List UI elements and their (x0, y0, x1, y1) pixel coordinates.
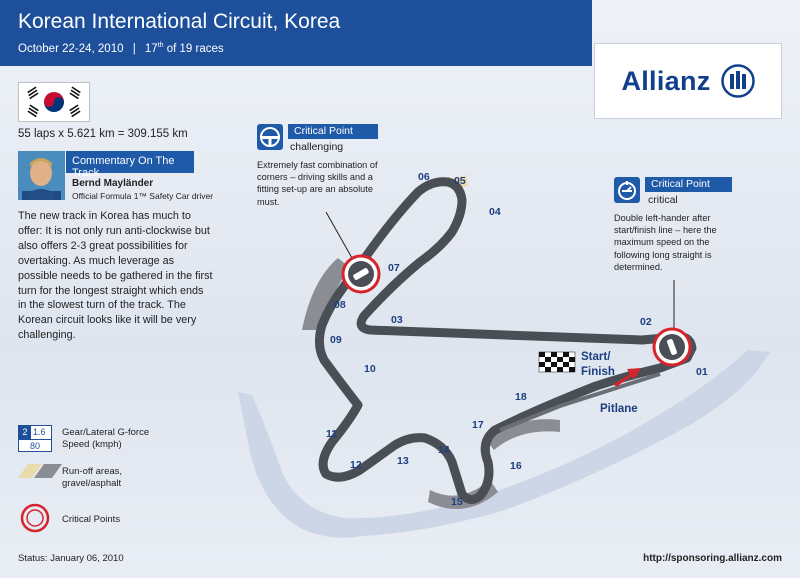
turn-label-01: 01 (696, 366, 708, 378)
start-finish-label: Start/ Finish (581, 351, 615, 378)
steering-wheel-icon (257, 124, 283, 150)
river-bank-shape (238, 350, 770, 538)
legend-critical-swatch (20, 503, 50, 533)
turn-label-10: 10 (364, 363, 376, 375)
turn-label-15: 15 (451, 496, 463, 508)
commentator-photo (18, 151, 65, 200)
turn-label-13: 13 (397, 455, 409, 467)
critical-point-text-critical: Double left-hander after start/finish li… (614, 213, 717, 272)
pit-lane (499, 372, 661, 432)
commentator-name: Bernd Mayländer (72, 178, 154, 189)
legend-gear-box: 2 1.6 80 (18, 425, 52, 452)
turn-label-05: 05 (454, 175, 466, 187)
status-date: Status: January 06, 2010 (18, 553, 124, 564)
turn-label-12: 12 (350, 459, 362, 471)
start-finish-flag (538, 351, 576, 373)
critical-point-level-challenging: challenging (290, 141, 344, 153)
callout-line-challenging (325, 211, 353, 259)
legend-gear-label: Gear/Lateral G-force Speed (kmph) (62, 427, 150, 450)
turn-label-06: 06 (418, 171, 430, 183)
commentary-title: Commentary On The Track (66, 151, 194, 179)
driver-portrait-icon (18, 151, 65, 200)
page-title: Korean International Circuit, Korea (18, 10, 341, 33)
pitlane-label: Pitlane (600, 403, 638, 415)
race-track (314, 177, 697, 504)
header-banner: Korean International Circuit, Korea Octo… (0, 0, 592, 66)
race-dates: October 22-24, 2010 | 17th of 19 races (18, 42, 224, 55)
legend-runoff-swatch (18, 464, 62, 478)
runoff-asphalt-left (302, 258, 350, 330)
korea-flag-icon (19, 83, 89, 121)
turn-label-04: 04 (489, 206, 501, 218)
legend-runoff-label: Run-off areas, gravel/asphalt (62, 466, 123, 489)
allianz-eagle-icon (720, 64, 755, 98)
direction-arrow-icon (614, 368, 641, 387)
turn-label-03: 03 (391, 314, 403, 326)
turn-label-09: 09 (330, 334, 342, 346)
turn-label-16: 16 (510, 460, 522, 472)
sponsor-url-link[interactable]: http://sponsoring.allianz.com (643, 553, 782, 564)
legend-lateral-value: 1.6 (33, 427, 46, 437)
turn-label-11: 11 (326, 428, 338, 440)
turn-label-17: 17 (472, 419, 484, 431)
lap-distance: 55 laps x 5.621 km = 309.155 km (18, 128, 188, 140)
commentator-role: Official Formula 1™ Safety Car driver (72, 191, 214, 201)
runoff-asphalt-right (486, 419, 560, 450)
critical-point-text-challenging: Extremely fast combination of corners – … (257, 160, 378, 207)
turn-label-02: 02 (640, 316, 652, 328)
critical-point-marker-challenging (341, 254, 381, 294)
korea-flag (18, 82, 90, 122)
allianz-logo[interactable]: Allianz (594, 43, 782, 119)
legend-speed-value: 80 (19, 439, 51, 453)
critical-point-title-challenging: Critical Point (288, 124, 378, 139)
speedometer-icon (614, 177, 640, 203)
commentary-text: The new track in Korea has much to offer… (18, 210, 213, 342)
critical-point-title-critical: Critical Point (645, 177, 732, 192)
turn-label-14: 14 (438, 444, 450, 456)
critical-point-marker-critical (652, 327, 692, 367)
critical-point-level-critical: critical (648, 194, 678, 206)
turn-label-08: 08 (334, 299, 346, 311)
turn-label-18: 18 (515, 391, 527, 403)
legend-critical-label: Critical Points (62, 514, 121, 525)
legend-gear-value: 2 (19, 426, 31, 439)
turn-label-07: 07 (388, 262, 400, 274)
